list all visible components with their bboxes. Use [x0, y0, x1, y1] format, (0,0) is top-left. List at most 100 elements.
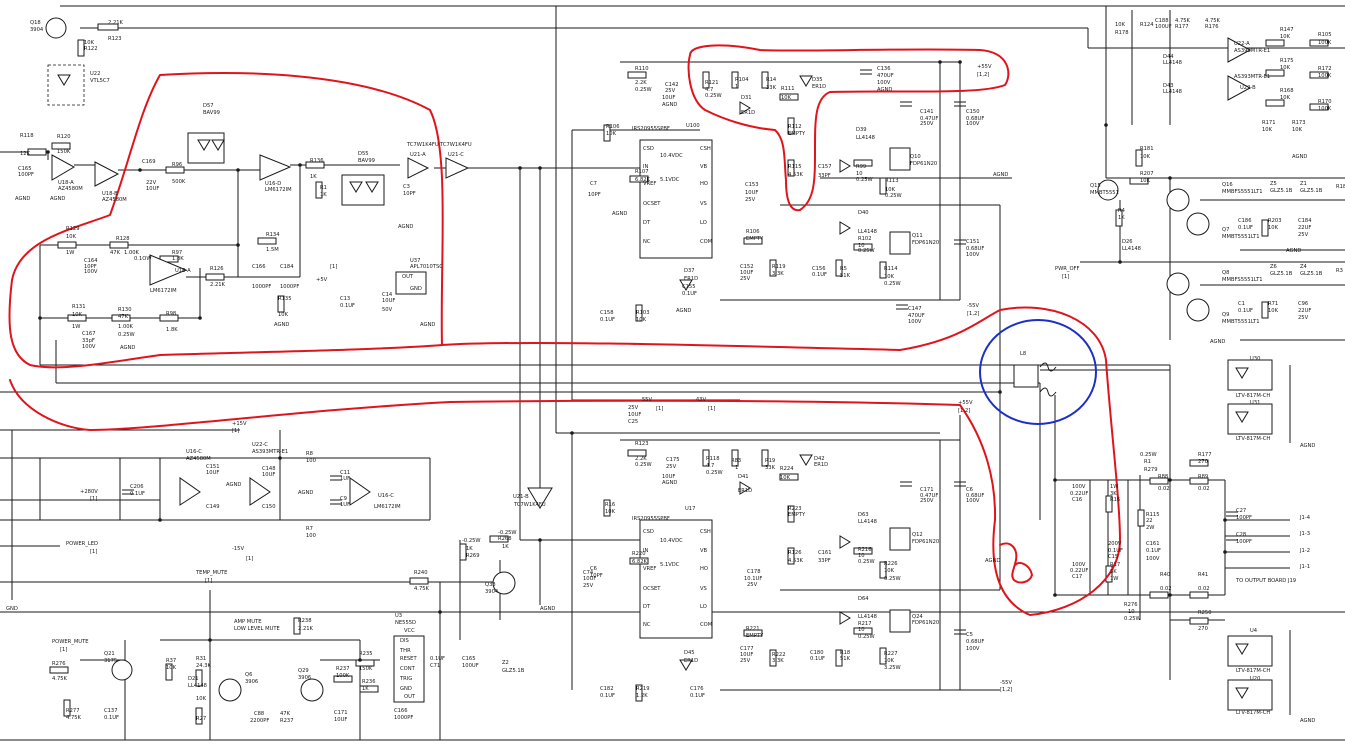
component-label: -55V: [640, 397, 652, 403]
component-label: 1K: [502, 544, 509, 550]
component-label: 100V: [966, 498, 980, 504]
component-label: [1,2]: [1000, 687, 1012, 693]
component-label: MMBFS5551LT1: [1222, 277, 1263, 283]
component-label: R16: [1110, 497, 1120, 503]
component-label: 1K: [1118, 215, 1125, 221]
component-label: C5: [966, 632, 973, 638]
component-label: 500K: [172, 179, 186, 185]
component-label: R216: [858, 547, 872, 553]
component-label: LL4148: [1163, 89, 1182, 95]
component-label: R41: [1198, 572, 1208, 578]
component-label: R130: [118, 307, 132, 313]
component-label: C137: [104, 708, 118, 714]
component-label: R203: [1268, 218, 1282, 224]
component-label: 1.8K: [172, 256, 184, 262]
component-label: VB: [700, 548, 708, 554]
component-label: [1]: [1062, 274, 1069, 280]
component-label: 100V: [1072, 484, 1086, 490]
component-label: +280V: [80, 489, 98, 495]
component-label: 10PF: [84, 264, 97, 270]
component-label: R134: [266, 232, 280, 238]
component-label: 1.8K: [166, 327, 178, 333]
component-label: 1.00K: [124, 250, 140, 256]
component-label: D64: [858, 596, 869, 602]
component-label: R226: [884, 561, 898, 567]
component-label: R126: [788, 550, 802, 556]
component-label: LL4148: [188, 683, 207, 689]
component-label: C167: [82, 331, 96, 337]
component-label: R227: [884, 651, 898, 657]
component-label: VS: [700, 201, 707, 207]
component-label: 10K: [1280, 95, 1291, 101]
component-label: 3.25W: [884, 665, 901, 671]
component-label: 24.3K: [196, 663, 212, 669]
component-label: 25V: [747, 582, 758, 588]
component-label: 0.47UF: [920, 493, 938, 499]
component-label: R107: [635, 169, 649, 175]
component-label: R111: [781, 86, 795, 92]
component-label: U100: [686, 123, 700, 129]
component-label: 0.1OW: [134, 256, 151, 262]
component-label: C166: [252, 264, 266, 270]
component-label: 10UF: [146, 186, 159, 192]
component-label: COM: [700, 622, 712, 628]
component-label: 1K: [362, 686, 369, 692]
component-label: C155: [682, 284, 696, 290]
component-label: 10: [1128, 609, 1135, 615]
component-label: U4: [1250, 628, 1258, 634]
component-label: C13: [340, 296, 350, 302]
component-label: C6: [966, 487, 973, 493]
component-label: 0.02: [1158, 486, 1170, 492]
component-label: R4: [1118, 208, 1126, 214]
component-label: R181: [1140, 146, 1154, 152]
component-label: 10UF: [583, 576, 596, 582]
component-label: R8: [306, 451, 313, 457]
component-label: ER1D: [684, 658, 698, 664]
component-label: FDP61N20: [912, 539, 939, 545]
component-label: 10UF: [745, 190, 758, 196]
component-label: R118: [20, 133, 34, 139]
component-label: 100PF: [18, 172, 34, 178]
component-label: 3904: [485, 589, 499, 595]
component-label: 0.1UF: [1108, 548, 1123, 554]
component-label: POWER_MUTE: [52, 639, 89, 645]
component-label: 100UF: [1155, 24, 1172, 30]
component-label: R122: [84, 46, 98, 52]
component-label: 10K: [884, 658, 895, 664]
component-label: 1K: [310, 174, 317, 180]
component-label: AGND: [226, 482, 241, 488]
component-label: 100V: [877, 80, 891, 86]
component-label: VB: [700, 164, 708, 170]
component-label: R113: [885, 178, 899, 184]
component-label: R27: [196, 716, 206, 722]
component-label: 33PF: [818, 558, 831, 564]
component-label: RESET: [400, 656, 417, 662]
component-label: GND: [400, 686, 412, 692]
component-label: 33pF: [82, 338, 95, 344]
component-label: U30: [1250, 356, 1260, 362]
component-label: 33PF: [818, 173, 831, 179]
component-label: 3K: [1110, 569, 1117, 575]
component-label: 10K: [884, 568, 895, 574]
component-label: C71: [430, 663, 440, 669]
component-label: LTV-817M-CH: [1236, 710, 1270, 716]
component-label: 1W: [66, 250, 74, 256]
component-label: Q12: [912, 532, 923, 538]
component-label: R126: [210, 266, 224, 272]
component-label: 10UF: [628, 412, 641, 418]
component-label: 10.4VDC: [660, 153, 683, 159]
component-label: Q8: [1222, 270, 1229, 276]
component-label: R104: [735, 77, 749, 83]
component-label: U16-D: [265, 181, 281, 187]
component-label: R219: [636, 686, 650, 692]
component-label: C171: [334, 710, 348, 716]
component-label: 10K: [84, 40, 95, 46]
component-label: 10K: [1268, 225, 1279, 231]
component-label: 4.7: [705, 87, 713, 93]
component-label: U21-B: [513, 494, 529, 500]
component-label: C151: [966, 239, 980, 245]
component-label: R277: [66, 708, 80, 714]
component-label: CSH: [700, 529, 711, 535]
component-label: 270: [1198, 626, 1208, 632]
component-label: [1]: [90, 549, 97, 555]
